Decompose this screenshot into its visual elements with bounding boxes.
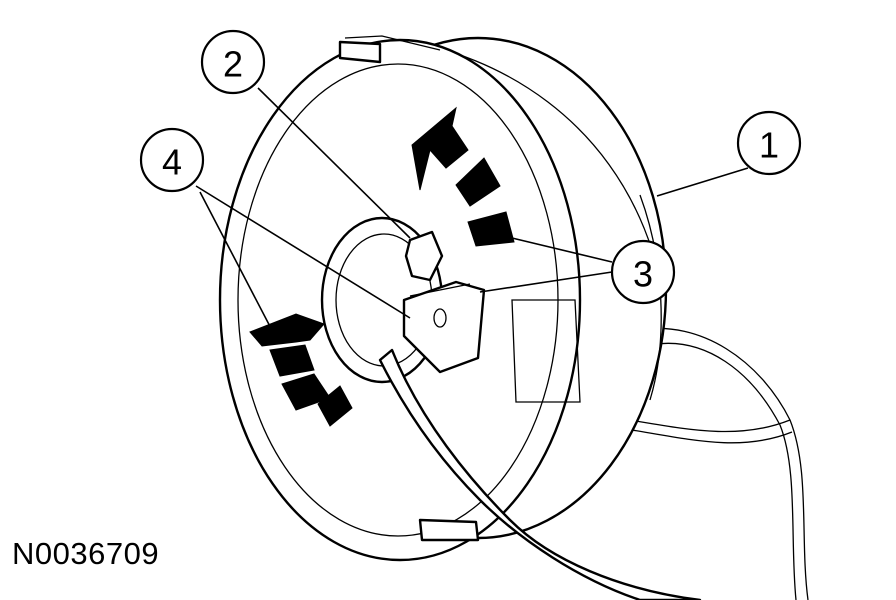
arrow-bar-lower-1 (269, 344, 315, 377)
callout-3: 3 (610, 239, 676, 305)
wire-harness (629, 327, 809, 600)
callout-4-circle (139, 127, 205, 193)
callout-3-label: 3 (633, 254, 653, 295)
leader-4a (195, 185, 411, 319)
rotation-arrows-upper (411, 106, 515, 247)
callout-1-label: 1 (759, 125, 779, 166)
leader-4b (199, 191, 276, 337)
arrow-head-upper (411, 106, 469, 191)
callout-2: 2 (200, 29, 266, 95)
arrow-bar-lower-3 (317, 385, 353, 427)
callout-4-label: 4 (162, 142, 182, 183)
connector-plug (402, 280, 486, 374)
leader-3b (479, 271, 613, 293)
callout-2-circle (200, 29, 266, 95)
arrow-head-lower (249, 313, 325, 347)
callout-1: 1 (736, 110, 802, 176)
leader-3a (511, 237, 613, 263)
callout-4: 4 (139, 127, 205, 193)
arrow-bar-upper-2 (467, 211, 515, 247)
leader-2 (257, 87, 411, 239)
callout-1-circle (736, 110, 802, 176)
callout-3-circle (610, 239, 676, 305)
cable (378, 348, 702, 600)
leader-1 (656, 167, 749, 197)
locking-pin (404, 230, 444, 282)
leader-lines (195, 87, 749, 337)
callout-2-label: 2 (223, 44, 243, 85)
arrow-bar-upper-1 (455, 157, 501, 207)
rotation-arrows-lower (249, 313, 353, 427)
figure-id: N0036709 (12, 536, 160, 571)
